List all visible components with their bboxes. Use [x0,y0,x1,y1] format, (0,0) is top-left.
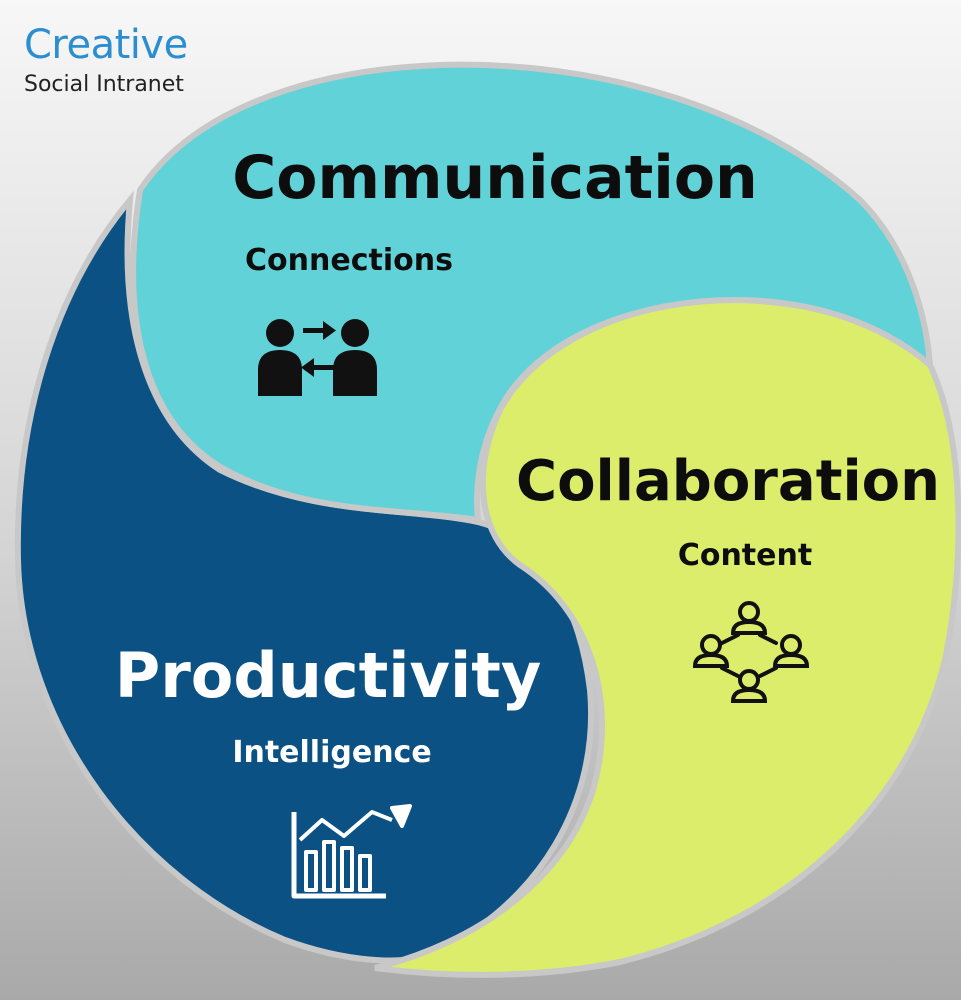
communication-title: Communication [232,143,758,213]
brand-tagline: Social Intranet [24,72,184,97]
productivity-subtitle: Intelligence [232,735,431,770]
brand-logo: Creative Social Intranet [24,22,188,98]
productivity-title: Productivity [115,639,542,712]
people-exchange-icon [258,319,377,396]
brand-name: Creative [24,22,188,68]
network-people-icon [692,601,810,703]
collaboration-subtitle: Content [678,538,812,573]
growth-chart-icon [291,804,412,899]
collaboration-title: Collaboration [516,449,940,514]
communication-subtitle: Connections [245,243,453,278]
communication-segment [130,61,934,524]
